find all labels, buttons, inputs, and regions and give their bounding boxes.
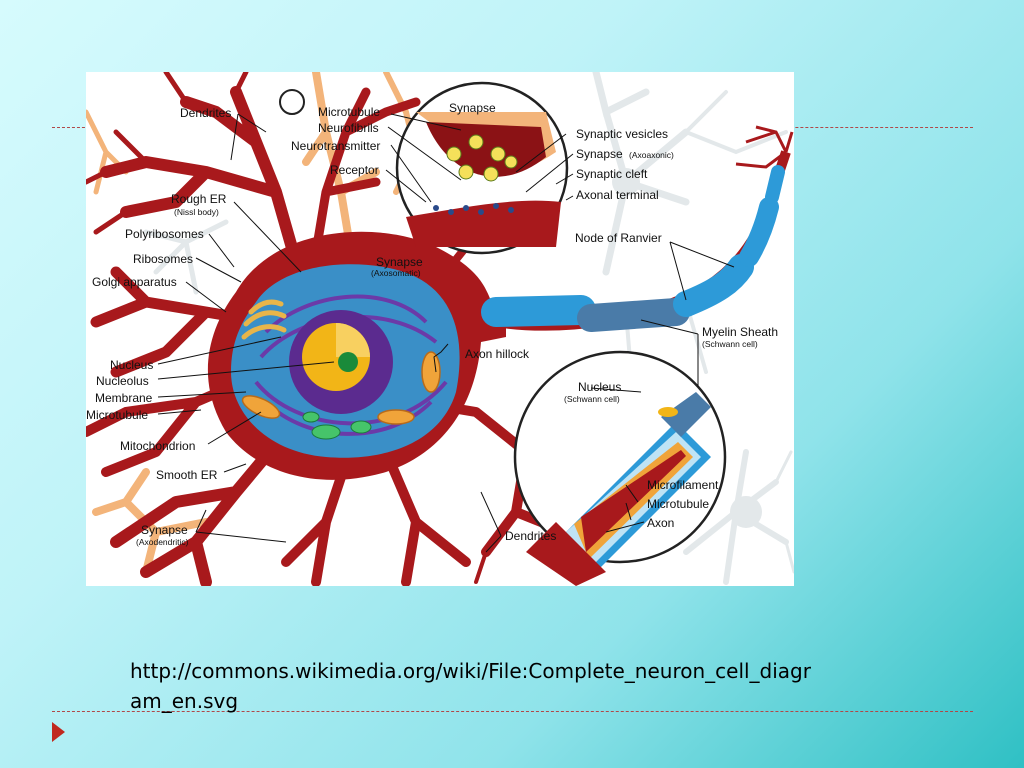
label-dendrites-top: Dendrites	[180, 106, 231, 120]
label-axonal-terminal: Axonal terminal	[576, 188, 659, 202]
label-synapse-axodendritic: Synapse	[141, 523, 188, 537]
label-synaptic-vesicles: Synaptic vesicles	[576, 127, 668, 141]
label-synapse-axoaxonic-sub: (Axoaxonic)	[629, 150, 674, 160]
label-synapse-axosomatic: Synapse	[376, 255, 423, 269]
mitochondria	[241, 351, 441, 425]
label-myelin-sheath-sub: (Schwann cell)	[702, 339, 758, 349]
axon-cross-section-inset	[513, 350, 727, 586]
source-url-caption: http://commons.wikimedia.org/wiki/File:C…	[130, 656, 870, 716]
label-microtubule-axon: Microtubule	[647, 497, 709, 511]
caption-line-2: am_en.svg	[130, 689, 239, 713]
label-golgi-apparatus: Golgi apparatus	[92, 275, 177, 289]
label-microtubule-top: Microtubule	[318, 105, 380, 119]
label-nucleus-schwann-sub: (Schwann cell)	[564, 394, 620, 404]
label-polyribosomes: Polyribosomes	[125, 227, 204, 241]
myelin-segments	[481, 165, 785, 332]
label-synaptic-cleft: Synaptic cleft	[576, 167, 648, 181]
background-soma-top	[612, 168, 640, 196]
axon-hillock-bracket	[433, 343, 449, 373]
label-neurotransmitter: Neurotransmitter	[291, 139, 380, 153]
label-rough-er-sub: (Nissl body)	[174, 207, 219, 217]
label-nucleus-schwann: Nucleus	[578, 380, 621, 394]
background-soma-right	[730, 496, 762, 528]
label-mitochondrion: Mitochondrion	[120, 439, 195, 453]
label-receptor: Receptor	[330, 163, 379, 177]
label-synapse-axoaxonic: Synapse	[576, 147, 623, 161]
leader-lines	[157, 113, 735, 553]
smooth-er	[302, 411, 372, 440]
slide-bullet-arrow-icon	[52, 722, 65, 742]
nucleolus	[338, 352, 358, 372]
label-membrane: Membrane	[95, 391, 153, 405]
golgi-apparatus	[241, 299, 287, 340]
synapse-zoom-source	[279, 89, 305, 115]
label-rough-er: Rough ER	[171, 192, 227, 206]
label-neurofibrils: Neurofibrils	[318, 121, 379, 135]
label-nucleolus: Nucleolus	[96, 374, 149, 388]
label-node-of-ranvier: Node of Ranvier	[575, 231, 662, 245]
label-synapse-axosomatic-sub: (Axosomatic)	[371, 268, 421, 278]
label-myelin-sheath: Myelin Sheath	[702, 325, 778, 339]
nucleus-cutaway	[336, 323, 370, 357]
caption-line-1: http://commons.wikimedia.org/wiki/File:C…	[130, 659, 811, 683]
label-dendrites-bottom: Dendrites	[505, 529, 556, 543]
label-synapse-zoom: Synapse	[449, 101, 496, 115]
label-ribosomes: Ribosomes	[133, 252, 193, 266]
label-axon-hillock: Axon hillock	[465, 347, 530, 361]
neuron-diagram: Dendrites Rough ER (Nissl body) Polyribo…	[86, 72, 794, 586]
label-nucleus: Nucleus	[110, 358, 153, 372]
label-axon: Axon	[647, 516, 674, 530]
axon-terminal	[735, 125, 794, 169]
label-microtubule-left: Microtubule	[86, 408, 148, 422]
label-microfilament: Microfilament	[647, 478, 719, 492]
label-synapse-axodendritic-sub: (Axodendritic)	[136, 537, 189, 547]
bottom-dashed-rule	[52, 711, 973, 712]
label-smooth-er: Smooth ER	[156, 468, 218, 482]
